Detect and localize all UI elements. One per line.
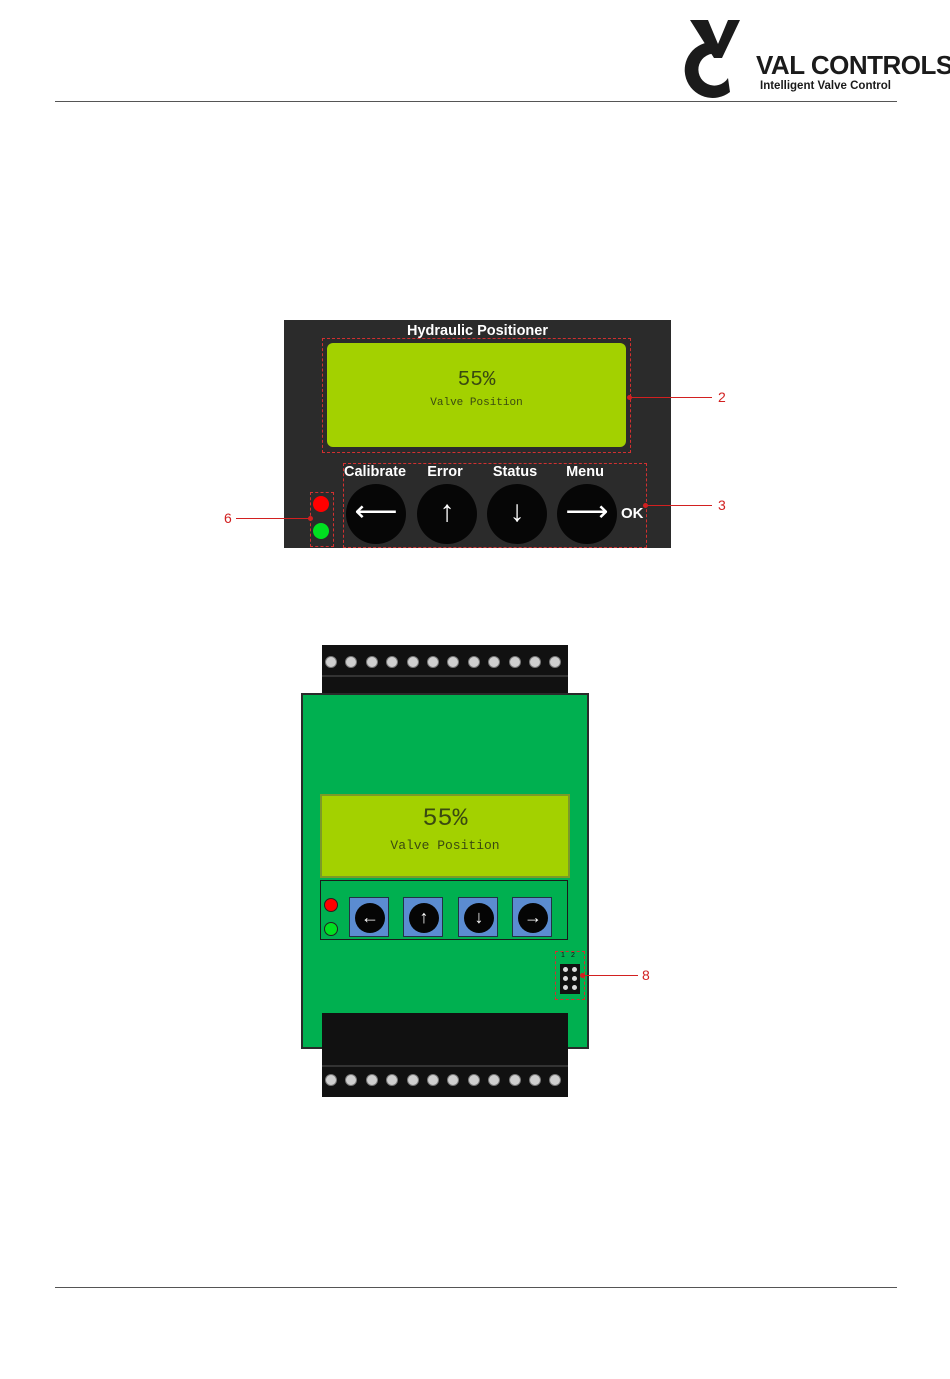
terminal-screw-icon (529, 1074, 541, 1086)
callout-line-3 (646, 505, 712, 506)
arrow-left-icon: ⟵ (354, 495, 397, 528)
device-lcd-value: 55% (322, 804, 568, 833)
status-label: Status (475, 464, 555, 480)
terminal-screw-icon (468, 1074, 480, 1086)
device-led-green (324, 922, 338, 936)
terminal-screw-icon (509, 656, 521, 668)
callout-6: 6 (224, 510, 232, 526)
arrow-up-icon: ↑ (440, 495, 455, 528)
lcd-value: 55% (327, 369, 626, 392)
terminal-screw-icon (366, 1074, 378, 1086)
brand-logo: VAL CONTROLS Intelligent Valve Control (680, 18, 900, 98)
terminal-screw-icon (468, 656, 480, 668)
arrow-down-icon: ↓ (464, 903, 494, 933)
terminal-screw-icon (366, 656, 378, 668)
terminal-screw-icon (325, 656, 337, 668)
calibrate-left-button[interactable]: ⟵ (346, 484, 406, 544)
device-left-button[interactable]: ← (349, 897, 389, 937)
arrow-down-icon: ↓ (510, 495, 525, 528)
callout-line-8 (583, 975, 638, 976)
panel-title: Hydraulic Positioner (284, 323, 671, 339)
callout-line-2 (630, 397, 712, 398)
device-led-red (324, 898, 338, 912)
terminal-screw-icon (529, 656, 541, 668)
terminal-screw-icon (407, 1074, 419, 1086)
device-keypad: ← ↑ ↓ → (320, 880, 568, 940)
header-rule (55, 101, 897, 102)
device-up-button[interactable]: ↑ (403, 897, 443, 937)
calibrate-label: Calibrate (335, 464, 415, 480)
panel-lcd-display: 55% Valve Position (327, 343, 626, 447)
logo-mark-icon (680, 18, 756, 98)
status-led-green (313, 523, 329, 539)
device-lcd-display: 55% Valve Position (320, 794, 570, 878)
callout-2: 2 (718, 389, 726, 405)
jumper-label-1: 1 (561, 952, 565, 959)
error-up-button[interactable]: ↑ (417, 484, 477, 544)
terminal-screw-icon (325, 1074, 337, 1086)
front-panel-figure: Hydraulic Positioner 55% Valve Position … (284, 320, 671, 548)
jumper-header[interactable] (560, 964, 580, 994)
arrow-left-icon: ← (355, 903, 385, 933)
terminal-screw-icon (427, 656, 439, 668)
terminal-screw-icon (407, 656, 419, 668)
device-down-button[interactable]: ↓ (458, 897, 498, 937)
logo-name: VAL CONTROLS (756, 50, 950, 81)
status-led-red (313, 496, 329, 512)
jumper-label-2: 2 (571, 952, 575, 959)
callout-3: 3 (718, 497, 726, 513)
device-right-button[interactable]: → (512, 897, 552, 937)
lcd-label: Valve Position (327, 397, 626, 409)
menu-right-button[interactable]: ⟶ (557, 484, 617, 544)
error-label: Error (405, 464, 485, 480)
arrow-up-icon: ↑ (409, 903, 439, 933)
callout-line-6 (236, 518, 310, 519)
callout-8: 8 (642, 967, 650, 983)
terminal-screw-icon (427, 1074, 439, 1086)
footer-rule (55, 1287, 897, 1288)
menu-label: Menu (545, 464, 625, 480)
logo-tagline: Intelligent Valve Control (760, 80, 891, 92)
terminal-screw-icon (509, 1074, 521, 1086)
arrow-right-icon: ⟶ (565, 495, 608, 528)
ok-label: OK (621, 505, 644, 522)
arrow-right-icon: → (518, 903, 548, 933)
callout-dot-6 (308, 516, 313, 521)
device-lcd-label: Valve Position (322, 838, 568, 853)
status-down-button[interactable]: ↓ (487, 484, 547, 544)
